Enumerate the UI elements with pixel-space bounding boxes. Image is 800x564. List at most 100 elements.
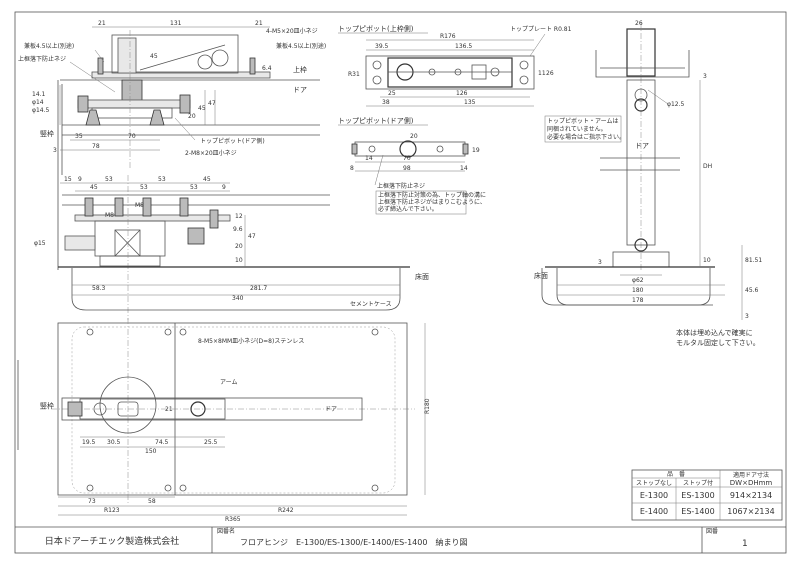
table-header: ストップなし <box>636 480 672 487</box>
table-header: DW×DHmm <box>730 479 773 487</box>
table-cell: ES-1300 <box>681 491 714 500</box>
fall-screw-note: 上框落下防止ネジ <box>377 182 425 190</box>
dim-label: 25.5 <box>204 439 218 446</box>
dim-label: R365 <box>225 516 241 523</box>
dim-label: 21 <box>98 20 106 27</box>
sheet-no-label: 図番 <box>706 528 718 535</box>
floor-label: 床面 <box>415 272 429 281</box>
dim-label: R180 <box>424 398 431 414</box>
dim-label: φ14 <box>32 99 44 106</box>
dim-label: 9.6 <box>233 226 243 233</box>
dim-label: 45.6 <box>745 287 759 294</box>
table-cell: ES-1400 <box>681 507 714 516</box>
dim-label: 25 <box>388 90 396 97</box>
table-header: ストップ付 <box>683 479 713 487</box>
dim-label: 58.3 <box>92 285 106 292</box>
pivot-door-title: トップピボット(ドア側) <box>338 116 414 125</box>
floor-label: 床面 <box>534 271 548 280</box>
table-cell: 1067×2134 <box>727 507 774 516</box>
dim-label: 38 <box>382 99 390 106</box>
note-line: 同梱されていません。 <box>547 125 607 133</box>
top-pivot-frame-view: トップピボット(上枠側) トッププレート R0.81 R176 39.5 136… <box>338 24 572 107</box>
dim-label: 136.5 <box>455 43 472 50</box>
dim-label: 19.5 <box>82 439 96 446</box>
dim-label: DH <box>703 163 712 170</box>
table-cell: 914×2134 <box>730 491 772 500</box>
dim-label: 14.1 <box>32 91 46 98</box>
dim-label: φ15 <box>34 240 46 247</box>
dim-label: 73 <box>88 498 96 505</box>
jamb-label: 竪枠 <box>40 129 54 138</box>
dim-label: 6.4 <box>262 65 272 72</box>
plate-note-left: 兼板4.5以上(別途) <box>24 42 74 50</box>
side-elevation-view: 26 3 φ12.5 トップピボット・アームは 同梱されていません。 必要な場合… <box>534 20 762 347</box>
dim-label: 70 <box>128 133 136 140</box>
screw-icons <box>86 328 379 492</box>
dim-label: 70 <box>403 155 411 162</box>
sheet-no: 1 <box>742 539 748 549</box>
dim-label: 131 <box>170 20 182 27</box>
note-line: 上框落下防止ネジがはまりこむように、 <box>378 198 486 206</box>
install-note: モルタル固定して下さい。 <box>676 338 760 347</box>
dim-label: 39.5 <box>375 43 389 50</box>
dim-label: R242 <box>278 507 294 514</box>
dim-label: 45 <box>90 184 98 191</box>
cement-case-label: セメントケース <box>350 301 392 308</box>
dim-label: 3 <box>703 73 707 80</box>
dim-label: 45 <box>203 176 211 183</box>
fall-screw-note: 上框落下防止ネジ <box>18 55 66 63</box>
dim-label: 30.5 <box>107 439 121 446</box>
dim-label: 20 <box>235 243 243 250</box>
drawing-title: フロアヒンジ E-1300/ES-1300/E-1400/ES-1400 納まり… <box>240 537 467 547</box>
note-line: 必要な場合はご指示下さい。 <box>547 133 625 141</box>
dim-label: 3 <box>598 259 602 266</box>
dim-label: 180 <box>632 287 644 294</box>
upper-frame-label: 上枠 <box>293 65 307 74</box>
dim-label: 45 <box>198 105 206 112</box>
dim-label: 10 <box>703 257 711 264</box>
plate-note-right: 兼板4.5以上(別途) <box>276 42 326 50</box>
note-line: 上框落下防止対策の為、トップ軸の溝に <box>378 191 486 199</box>
note-line: 必ず締込んで下さい。 <box>378 205 438 213</box>
top-pivot-door-view: トップピボット(ドア側) 20 19 14 70 8 98 14 上框落下防止ネ… <box>338 116 486 215</box>
table-cell: E-1300 <box>640 491 668 500</box>
dim-label: 35 <box>75 133 83 140</box>
middle-section-view: 15 9 53 53 45 45 53 53 9 M8 M8 12 9.6 20… <box>34 175 429 320</box>
arm-label: アーム <box>220 379 237 386</box>
m8-screw-note: 2-M8×20皿小ネジ <box>185 149 237 157</box>
m8-label: M8 <box>105 212 114 219</box>
title-block: 日本ドアーチエック製造株式会社 図番名 フロアヒンジ E-1300/ES-130… <box>15 526 786 553</box>
company-name: 日本ドアーチエック製造株式会社 <box>45 535 179 547</box>
dim-label: 20 <box>188 113 196 120</box>
dim-label: 26 <box>635 20 643 27</box>
dim-label: 135 <box>464 99 476 106</box>
install-note: 本体は埋め込んで確実に <box>676 328 753 337</box>
jamb-label: 竪枠 <box>40 401 54 410</box>
dim-label: 9 <box>78 176 82 183</box>
dim-label: φ14.5 <box>32 107 50 114</box>
dim-label: 281.7 <box>250 285 267 292</box>
dim-label: 81.51 <box>745 257 762 264</box>
dim-label: 20 <box>410 133 418 140</box>
door-label: ドア <box>635 142 649 150</box>
dim-label: 8 <box>350 165 354 172</box>
dim-label: 53 <box>140 184 148 191</box>
dim-label: 58 <box>148 498 156 505</box>
screw-note: 4-M5×20皿小ネジ <box>266 27 318 35</box>
dim-label: 53 <box>158 176 166 183</box>
top-plate-note: トッププレート R0.81 <box>510 26 572 33</box>
dim-label: 10 <box>235 257 243 264</box>
dim-label: 21 <box>165 406 173 413</box>
door-label: ドア <box>325 406 337 413</box>
dim-label: 98 <box>403 165 411 172</box>
dim-label: 11 <box>538 70 546 77</box>
dim-label: 53 <box>105 176 113 183</box>
dim-label: 19 <box>472 147 480 154</box>
dim-label: 12 <box>235 213 243 220</box>
dim-label: R123 <box>104 507 120 514</box>
door-label: ドア <box>293 86 307 94</box>
product-table: 品 番 ストップなし ストップ付 適用ドア寸法 DW×DHmm E-1300 E… <box>631 469 783 521</box>
table-header: 品 番 <box>667 471 685 478</box>
dim-label: 178 <box>632 297 644 304</box>
top-section-view: 21 131 21 45 45 47 20 35 70 78 3 14.1 φ1… <box>18 20 326 175</box>
